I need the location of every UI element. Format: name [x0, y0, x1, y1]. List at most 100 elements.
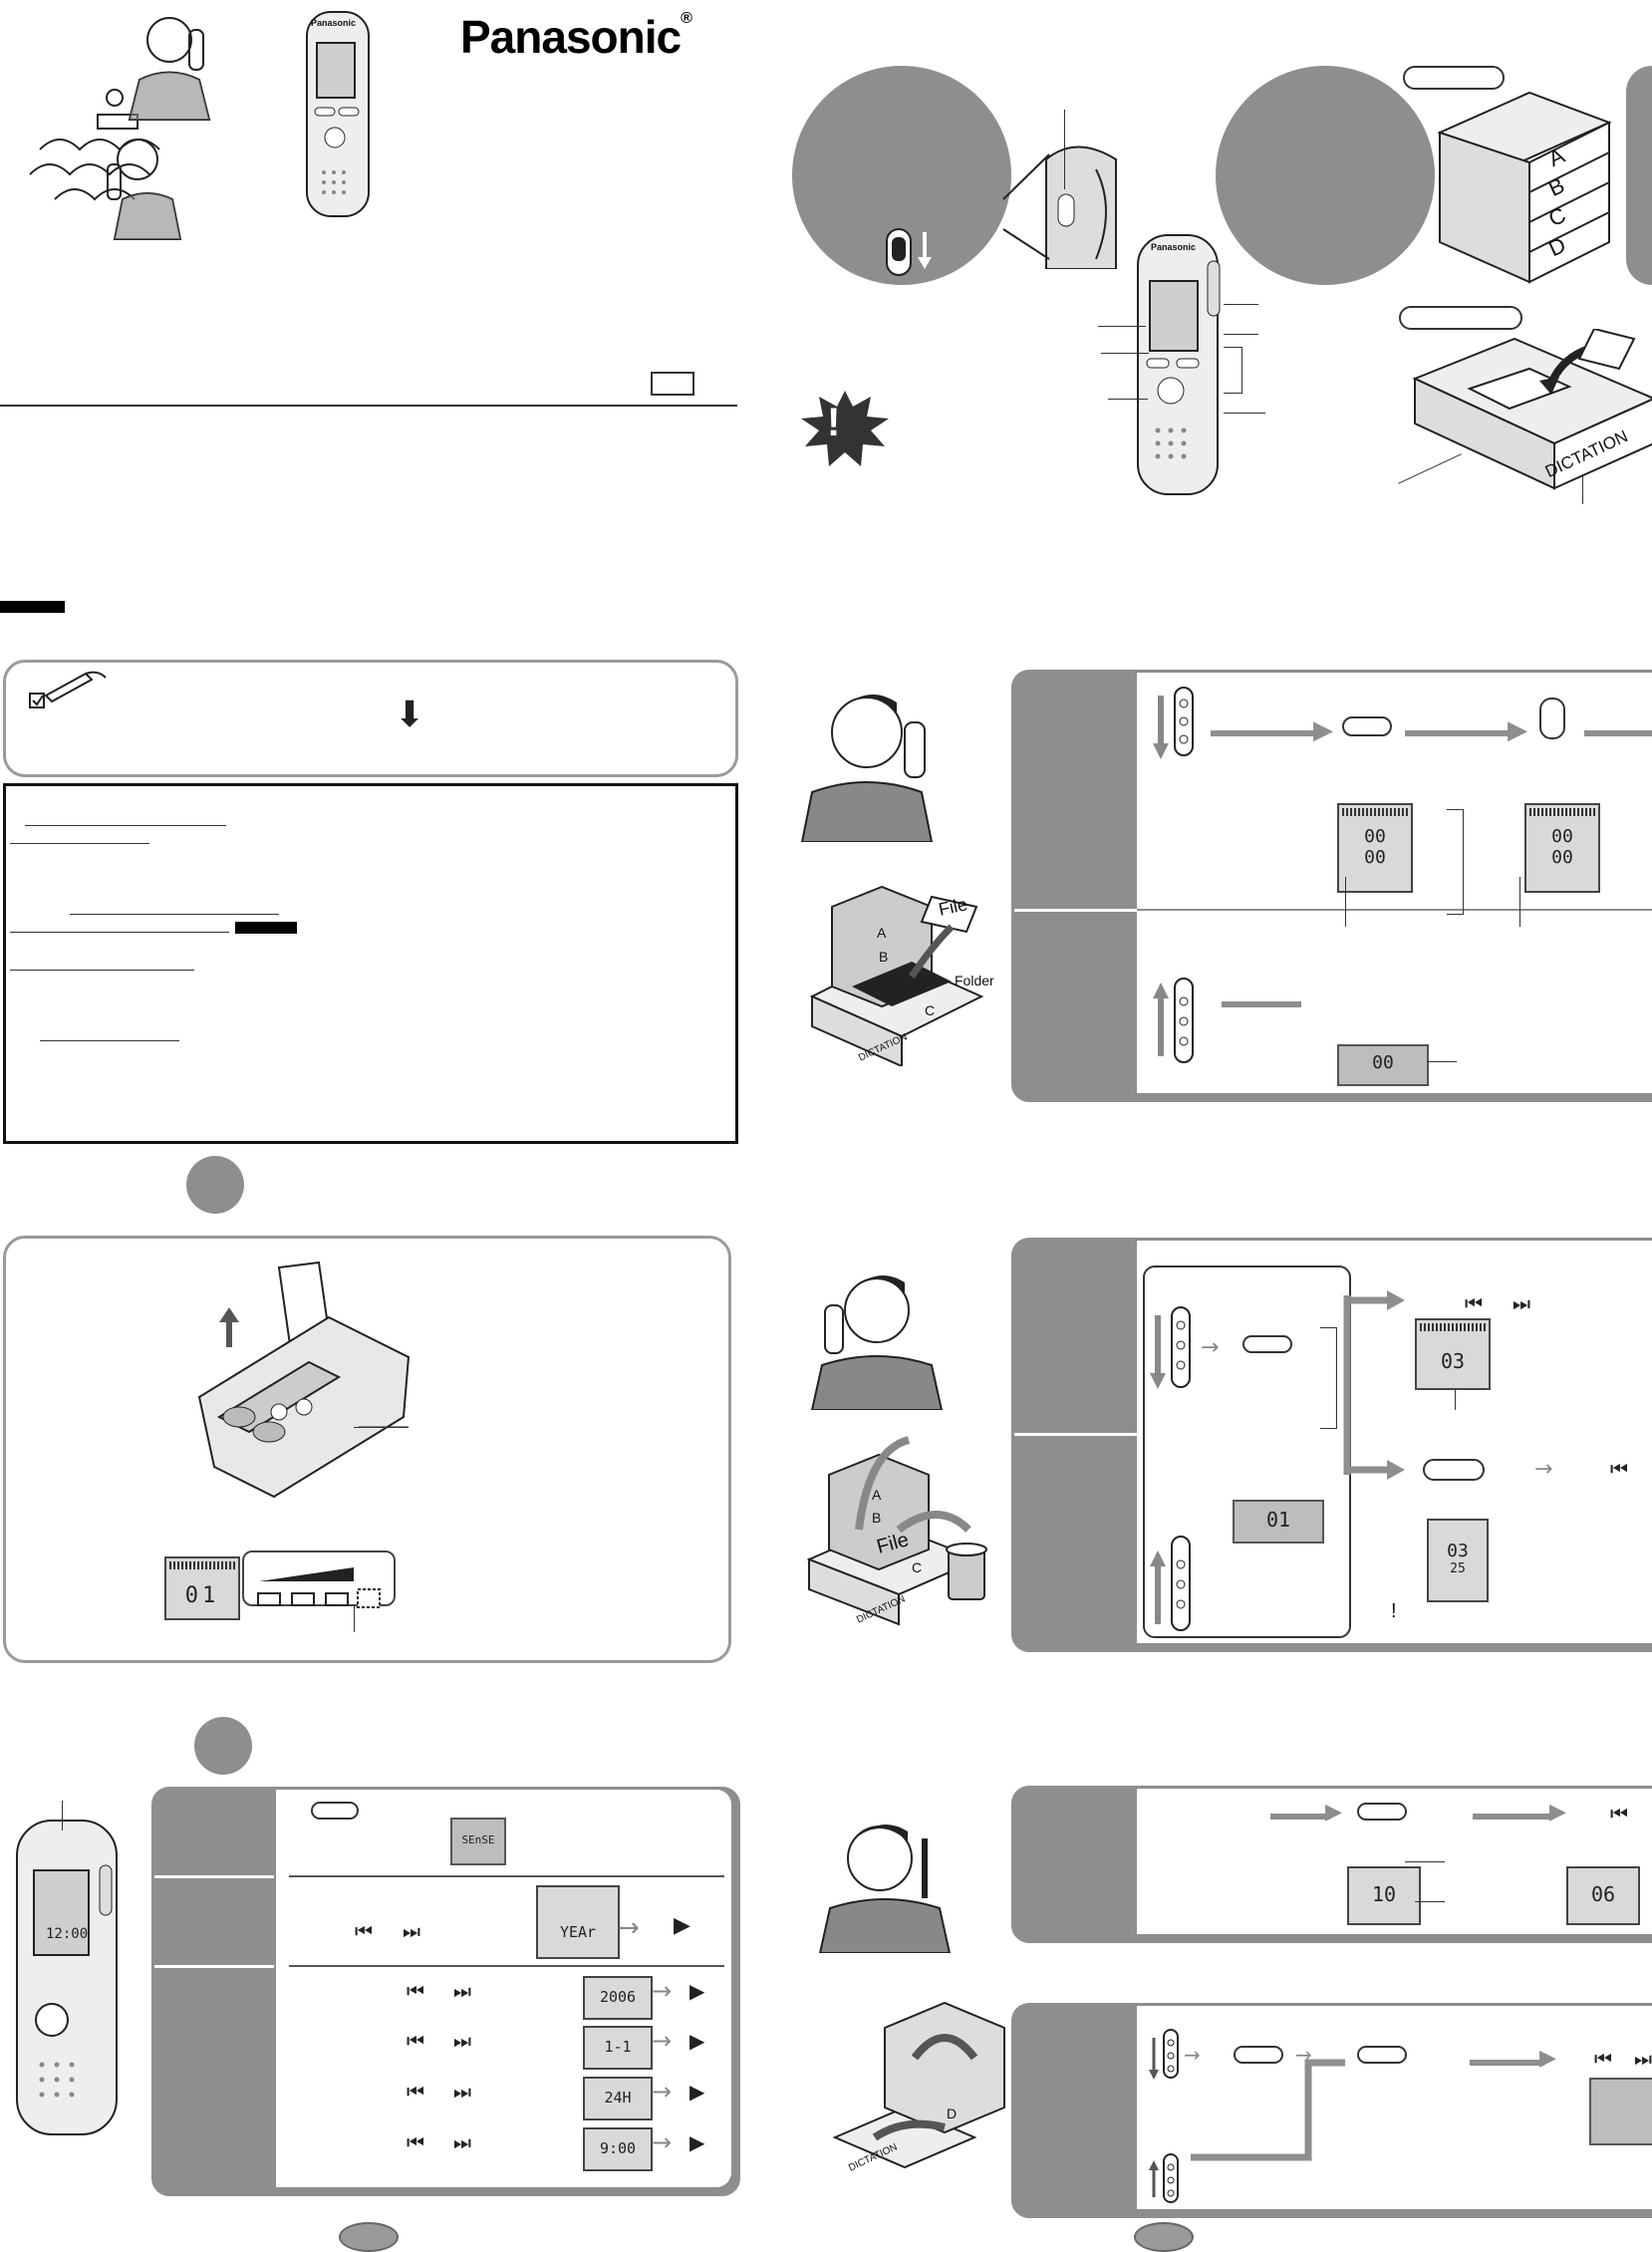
playback-switch-down-icon[interactable]	[1148, 1305, 1198, 1395]
playback-switch-up-icon[interactable]	[1148, 1535, 1198, 1634]
slide-switch-down-icon[interactable]	[1151, 686, 1201, 765]
record-arrow-1	[1211, 730, 1320, 736]
logo-text: Panasonic	[460, 11, 682, 63]
arrow-right-icon: →	[618, 1913, 640, 1943]
skip-back-icon-day[interactable]: ⏮	[407, 2029, 424, 2053]
registered-mark: ®	[681, 10, 692, 27]
tip-lcd-06-text: 06	[1590, 1882, 1616, 1906]
section-tag	[0, 601, 65, 613]
move-arrow-3	[1470, 2060, 1544, 2066]
folder-label-box	[1403, 66, 1505, 90]
device-brand-label: Panasonic	[311, 18, 357, 28]
folder-switch-arrow	[1222, 1001, 1301, 1007]
record-lcd-2-bottom: 00	[1551, 847, 1573, 868]
skip-back-icon-playback[interactable]: ⏮	[1465, 1291, 1483, 1315]
battery-install-illustration	[197, 1261, 411, 1499]
date-year-text: 2006	[599, 1988, 637, 2006]
stop-button-oval[interactable]	[1539, 698, 1565, 739]
folder-label: Folder	[955, 973, 994, 988]
move-menu-button-1[interactable]	[1234, 2046, 1283, 2064]
file-number-edit-lcd: 01	[1233, 1500, 1324, 1544]
erase-button[interactable]	[1423, 1459, 1485, 1481]
play-icon[interactable]: ▶	[674, 1913, 690, 1938]
clock-panel-rule-1	[289, 1875, 724, 1877]
exclaim-mark: !	[1391, 1600, 1397, 1622]
skip-back-icon-erase[interactable]: ⏮	[1610, 1457, 1628, 1481]
underline-2	[10, 843, 149, 844]
drawer-cabinet-illustration	[1437, 91, 1612, 284]
playback-play-button[interactable]	[1242, 1335, 1292, 1353]
slide-switch-up-icon[interactable]	[1151, 977, 1201, 1066]
clock-panel-divider-2	[154, 1965, 274, 1968]
recorder-device-callouts	[1137, 234, 1221, 495]
record-arrow-2	[1405, 730, 1514, 736]
callout-line-2	[1101, 353, 1149, 354]
skip-forward-icon[interactable]: ⏭	[403, 1919, 420, 1943]
drawer-a-playback: A	[872, 1487, 882, 1503]
move-panel-body	[1137, 2006, 1652, 2209]
skip-forward-icon-playback[interactable]: ⏭	[1513, 1291, 1530, 1315]
record-lcd-2-top: 00	[1551, 826, 1573, 847]
page-badge-left	[339, 2222, 399, 2252]
skip-forward-icon-day[interactable]: ⏭	[453, 2029, 471, 2053]
skip-back-icon-year[interactable]: ⏮	[407, 1979, 424, 2003]
header-divider	[0, 405, 737, 407]
move-lcd	[1589, 2078, 1652, 2145]
skip-back-icon[interactable]: ⏮	[355, 1919, 373, 1943]
battery-level-chart	[257, 1567, 381, 1608]
record-lcd-1: 00 00	[1337, 803, 1413, 893]
tip-arrowhead-1: ▶	[1325, 1800, 1342, 1825]
move-switch-down-icon[interactable]	[1146, 2028, 1186, 2088]
move-menu-button-2[interactable]	[1357, 2046, 1407, 2064]
arrow-right-icon-year: →	[652, 1977, 673, 2005]
date-year-lcd: 2006	[583, 1976, 653, 2020]
play-icon-year[interactable]: ▶	[689, 1979, 705, 2003]
record-lcd-pointer-2	[1519, 877, 1520, 927]
hour-mode-text: 24H	[604, 2089, 632, 2107]
language-box	[651, 372, 694, 396]
play-icon-hour[interactable]: ▶	[689, 2080, 705, 2104]
man-on-phone-illustration	[810, 1274, 944, 1410]
sense-lcd: SEnSE	[450, 1818, 506, 1865]
skip-back-icon-time[interactable]: ⏮	[407, 2130, 424, 2154]
playback-arrow-small: →	[1201, 1335, 1220, 1360]
record-arrow-3	[1584, 730, 1652, 736]
flash-lcd: 03 25	[1427, 1519, 1489, 1602]
play-icon-time[interactable]: ▶	[689, 2130, 705, 2154]
skip-forward-icon-time[interactable]: ⏭	[453, 2130, 471, 2154]
tip-lcd-10: 10	[1347, 1866, 1421, 1925]
record-arrowhead-2: ▶	[1508, 715, 1527, 745]
menu-button[interactable]	[311, 1802, 359, 1820]
caution-starburst-icon	[801, 391, 889, 466]
tip-lcd-06: 06	[1566, 1866, 1640, 1925]
move-arrow-1: →	[1184, 2043, 1201, 2067]
tip-menu-button[interactable]	[1357, 1803, 1407, 1821]
playback-lcd: 03	[1415, 1318, 1491, 1390]
record-button[interactable]	[1342, 716, 1392, 736]
skip-back-icon-move[interactable]: ⏮	[1594, 2047, 1612, 2071]
battery-pointer-line	[354, 1427, 409, 1428]
file-into-folder-illustration	[809, 885, 984, 1066]
battery-lcd: 01	[164, 1556, 240, 1620]
man-pointing-illustration	[818, 1824, 952, 1953]
hold-switch-icon	[886, 228, 932, 276]
hold-switch-closeup	[1045, 145, 1117, 269]
underline-4	[10, 932, 229, 933]
step-1-circle	[186, 1156, 244, 1214]
zoom-connector	[1002, 153, 1050, 260]
skip-forward-icon-move[interactable]: ⏭	[1634, 2047, 1652, 2071]
erase-arrow: →	[1534, 1457, 1553, 1482]
skip-back-icon-tip[interactable]: ⏮	[1610, 1802, 1628, 1826]
move-switch-up-icon[interactable]	[1146, 2152, 1186, 2207]
skip-forward-icon-year[interactable]: ⏭	[453, 1979, 471, 2003]
page-badge-right	[1134, 2222, 1194, 2252]
skip-back-icon-hour[interactable]: ⏮	[407, 2080, 424, 2104]
tray-pointer-2	[1582, 476, 1583, 504]
play-icon-day[interactable]: ▶	[689, 2029, 705, 2053]
tip-arrowhead-2: ▶	[1549, 1800, 1566, 1825]
playback-lcd-text: 03	[1440, 1349, 1466, 1373]
clock-device-illustration	[16, 1820, 118, 2135]
callout-line-5	[1224, 334, 1258, 335]
skip-forward-icon-hour[interactable]: ⏭	[453, 2080, 471, 2104]
playback-branch-arrows	[1343, 1290, 1405, 1480]
